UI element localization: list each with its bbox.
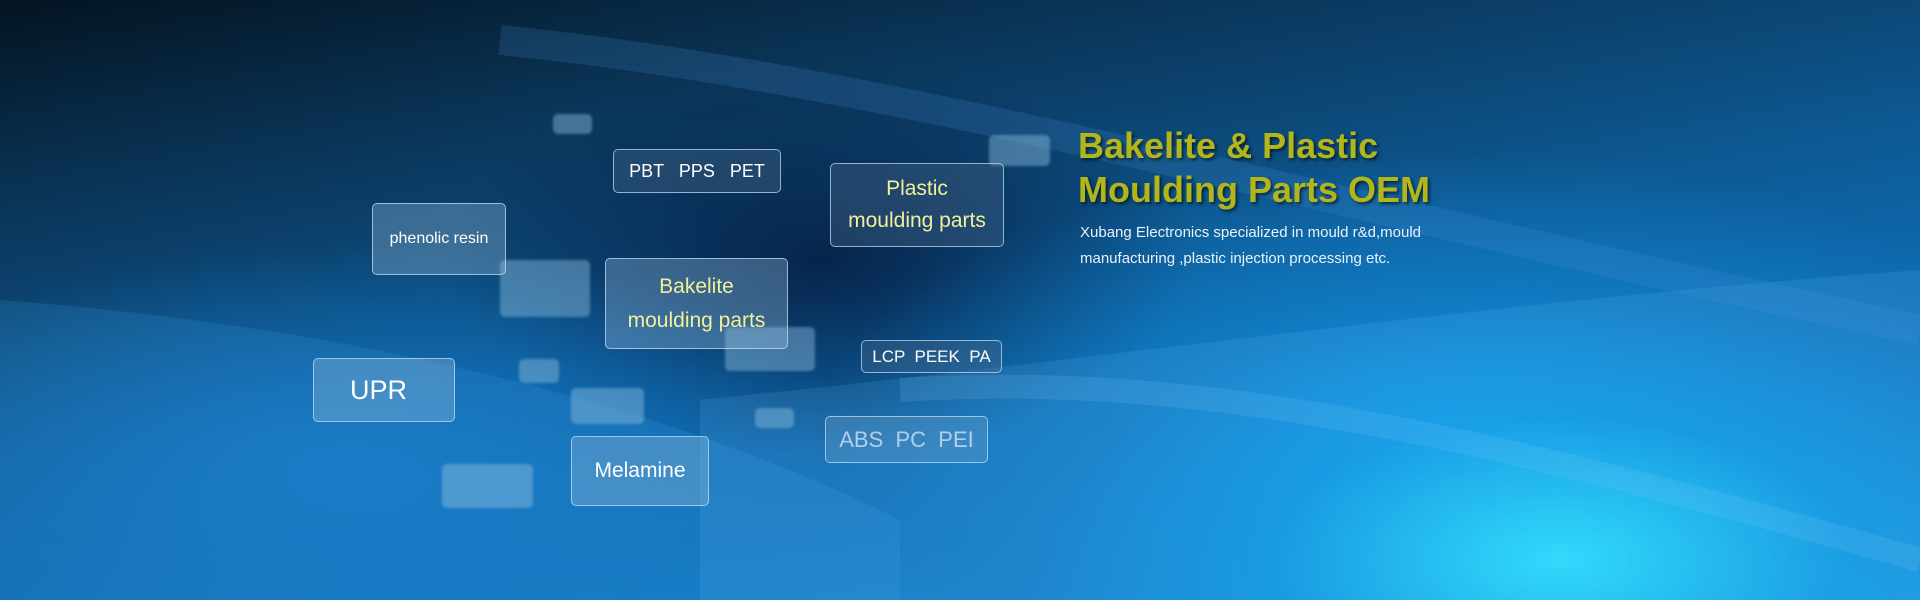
headline-line: Moulding Parts OEM bbox=[1078, 169, 1431, 210]
tile-label: moulding parts bbox=[848, 209, 986, 232]
headline: Bakelite & Plastic Moulding Parts OEM bbox=[1078, 124, 1430, 212]
tile-label: UPR bbox=[350, 374, 408, 405]
tile-label: Bakelite bbox=[659, 274, 734, 298]
headline-line: Bakelite & Plastic bbox=[1078, 125, 1379, 166]
background-wave bbox=[498, 25, 1920, 345]
description-line: Xubang Electronics specialized in mould … bbox=[1080, 224, 1422, 241]
tile-label: Melamine bbox=[594, 459, 686, 482]
tile-lcp-peek-pa: LCP PEEK PA bbox=[861, 340, 1002, 373]
decorative-tile bbox=[500, 260, 590, 317]
decorative-tile bbox=[442, 464, 533, 508]
tile-label: moulding parts bbox=[627, 308, 766, 332]
background-wave bbox=[899, 374, 1920, 572]
tile-label: ABS PC PEI bbox=[839, 426, 974, 452]
decorative-tile bbox=[725, 327, 815, 371]
tile-bakelite-moulding-parts: Bakelite moulding parts bbox=[605, 258, 788, 349]
decorative-tile bbox=[553, 114, 592, 134]
decorative-tile bbox=[755, 408, 794, 428]
description: Xubang Electronics specialized in mould … bbox=[1080, 220, 1421, 272]
decorative-tile bbox=[571, 388, 644, 424]
tile-phenolic-resin: phenolic resin bbox=[372, 203, 506, 275]
tile-pbt-pps-pet: PBT PPS PET bbox=[613, 149, 781, 193]
tile-plastic-moulding-parts: Plastic moulding parts bbox=[830, 163, 1004, 247]
tile-label: PBT PPS PET bbox=[629, 160, 765, 181]
decorative-tile bbox=[989, 135, 1050, 166]
description-line: manufacturing ,plastic injection process… bbox=[1080, 250, 1391, 267]
tile-label: LCP PEEK PA bbox=[872, 346, 991, 366]
tile-label: phenolic resin bbox=[389, 230, 489, 247]
tile-melamine: Melamine bbox=[571, 436, 709, 506]
tile-upr: UPR bbox=[313, 358, 455, 422]
tile-label: Plastic bbox=[886, 177, 948, 200]
decorative-tile bbox=[519, 359, 559, 383]
tile-abs-pc-pei: ABS PC PEI bbox=[825, 416, 988, 463]
background-wave bbox=[0, 300, 900, 600]
background-wave bbox=[700, 270, 1920, 600]
